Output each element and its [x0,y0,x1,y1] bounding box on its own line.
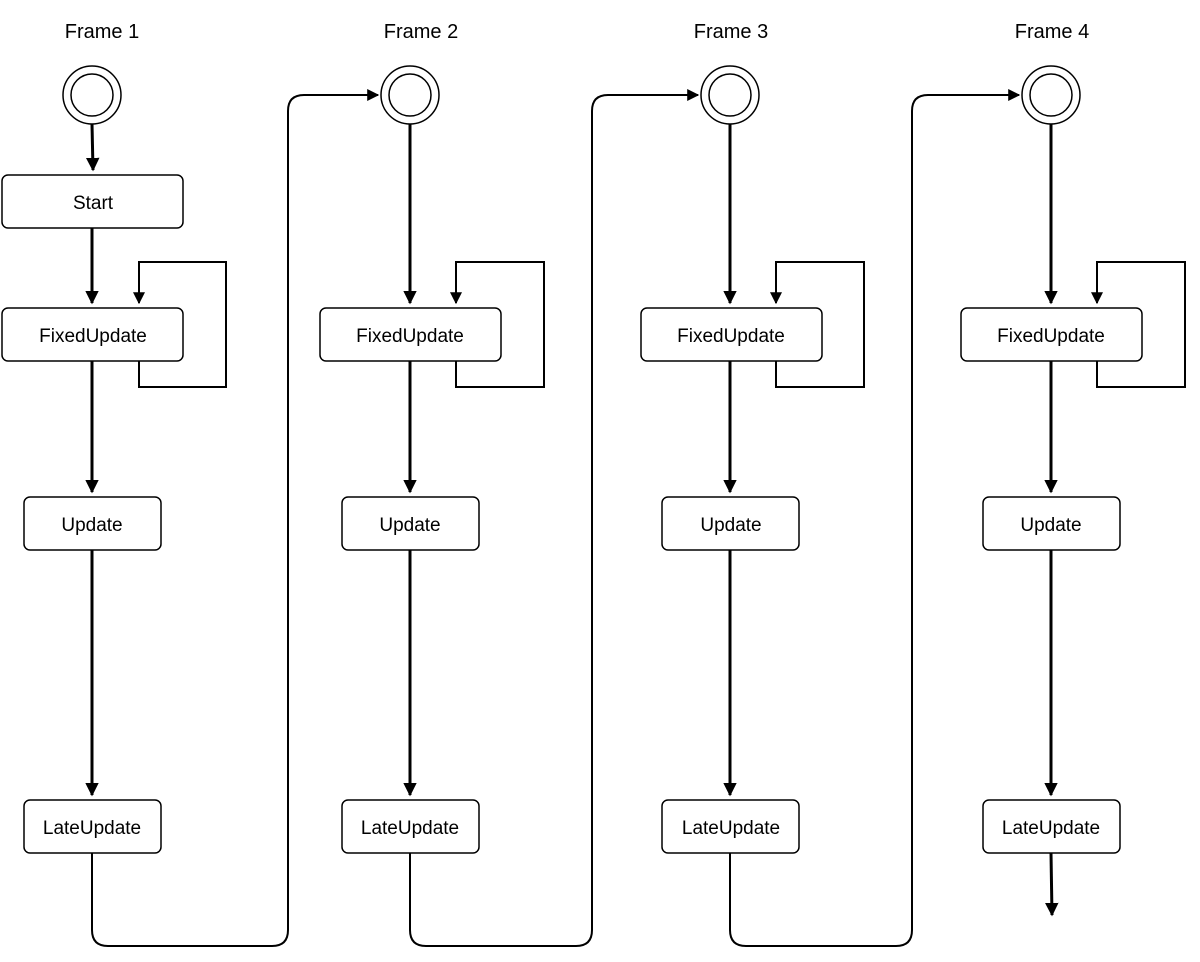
frame-4-update-node[interactable]: Update [982,496,1121,551]
frame-3-start-node [700,65,760,125]
frame-4-update-label: Update [1020,515,1081,536]
frame-2-update-label: Update [379,515,440,536]
frame-1-title: Frame 1 [65,21,139,43]
edge-frame-1-to-frame-2 [91,89,380,947]
frame-4-fixedupdate-label: FixedUpdate [997,326,1105,347]
frame-3: Frame 3 FixedUpdate Update LateUpdate [640,21,865,854]
edge-frame-2-to-frame-3 [409,89,700,947]
frame-2-fixedupdate-label: FixedUpdate [356,326,464,347]
frame-1-initial-node [62,65,122,125]
frame-1-fixedupdate-label: FixedUpdate [39,326,147,347]
frame-3-title: Frame 3 [694,21,768,43]
frame-1-fixedupdate-node[interactable]: FixedUpdate [1,307,184,362]
frame-4-lateupdate-node[interactable]: LateUpdate [982,799,1121,854]
frame-3-lateupdate-node[interactable]: LateUpdate [661,799,800,854]
start-node-label: Start [73,193,114,214]
frame-4-fixedupdate-loop [1091,261,1186,388]
frame-1: Frame 1 Start FixedUpdate Update LateUpd… [1,21,227,854]
frame-4-title: Frame 4 [1015,21,1089,43]
frame-2-start-node [380,65,440,125]
frame-2-lateupdate-node[interactable]: LateUpdate [341,799,480,854]
frame-1-update-label: Update [61,515,122,536]
frame-4: Frame 4 FixedUpdate Update LateUpdate [960,21,1186,917]
frame-1-update-node[interactable]: Update [23,496,162,551]
start-node[interactable]: Start [1,174,184,229]
frame-3-fixedupdate-node[interactable]: FixedUpdate [640,307,823,362]
frame-4-start-node [1021,65,1081,125]
frame-4-lateupdate-label: LateUpdate [1002,818,1100,839]
frame-2-title: Frame 2 [384,21,458,43]
frame-3-fixedupdate-loop [770,261,865,388]
frame-1-lateupdate-node[interactable]: LateUpdate [23,799,162,854]
frame-3-update-label: Update [700,515,761,536]
frame-3-fixedupdate-label: FixedUpdate [677,326,785,347]
frame-3-update-node[interactable]: Update [661,496,800,551]
frame-4-fixedupdate-node[interactable]: FixedUpdate [960,307,1143,362]
frame-2-fixedupdate-loop [450,261,545,388]
frame-2-fixedupdate-node[interactable]: FixedUpdate [319,307,502,362]
frame-1-fixedupdate-loop [133,261,227,388]
frame-2-update-node[interactable]: Update [341,496,480,551]
frame-2-lateupdate-label: LateUpdate [361,818,459,839]
frame-1-lateupdate-label: LateUpdate [43,818,141,839]
frame-2: Frame 2 FixedUpdate Update LateUpdate [319,21,545,854]
edge-initial-to-start [85,123,100,172]
frame-4-edge-lateupdate-out [1045,852,1059,917]
edge-frame-3-to-frame-4 [729,89,1021,947]
frame-3-lateupdate-label: LateUpdate [682,818,780,839]
